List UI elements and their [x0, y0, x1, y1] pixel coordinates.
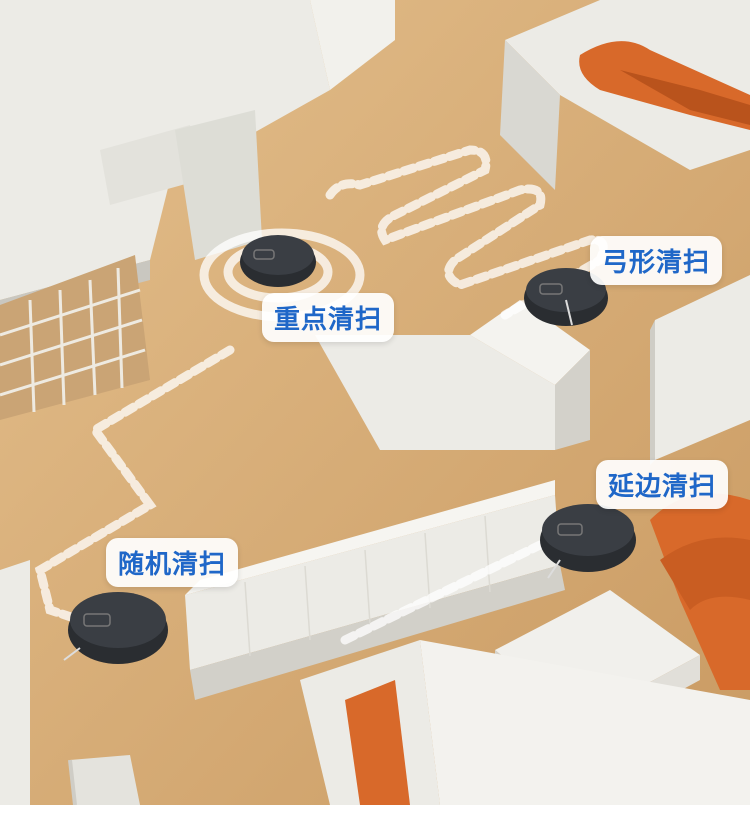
label-edge-clean: 延边清扫	[596, 460, 729, 509]
bottom-strip	[0, 805, 750, 828]
robot-vacuum-zigzag	[524, 268, 608, 326]
zigzag-path	[325, 145, 608, 320]
label-random-clean: 随机清扫	[106, 538, 239, 587]
wall-mid-right	[650, 275, 750, 465]
room-bottom	[0, 560, 750, 805]
bookshelf	[0, 255, 150, 420]
sofa-right	[650, 493, 750, 690]
robot-vacuum-random	[63, 592, 168, 664]
robot-vacuum-edge	[540, 504, 636, 579]
chair	[68, 755, 140, 806]
robot-vacuum-focus	[240, 235, 316, 287]
wall-front	[185, 480, 565, 700]
edge-path	[340, 540, 545, 645]
random-path	[34, 345, 235, 625]
room-top-right	[500, 0, 750, 190]
wall-center	[315, 300, 590, 450]
label-zigzag-clean: 弓形清扫	[590, 236, 723, 285]
label-focus-clean: 重点清扫	[262, 293, 395, 342]
